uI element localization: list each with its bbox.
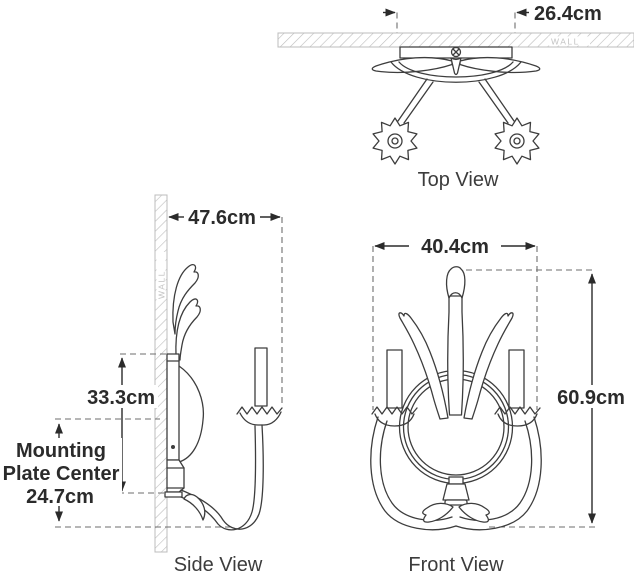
socket-lip [444,499,468,506]
top-width-dimension: 26.4cm [534,3,602,25]
arm-left-outer [370,416,457,531]
front-height-dimension: 60.9cm [557,387,625,409]
arm-right [484,78,515,122]
side-view: WALL 47.6cm [0,194,283,576]
leaf-upper-side [172,264,199,335]
bobeche-cup-right [497,413,538,427]
front-view: 40.4cm 60.9cm [370,236,628,576]
socket-neck [448,476,464,485]
leaf-hook-bottom [183,493,206,521]
candle-side [254,347,268,407]
bobeche-cup-side [239,411,282,426]
top-view: WALL 26.4cm Top View [277,3,634,191]
socket-cup [442,483,470,501]
wall-label-top: WALL [551,37,580,47]
top-view-label: Top View [418,169,499,191]
mount-center-dimension: 24.7cm [26,486,94,508]
bobeche-cup-left [374,413,415,427]
bobeche-rim-side [236,406,283,415]
mount-center-label-1: Mounting [16,440,106,462]
arm-outer [180,424,264,530]
center-bud [445,266,466,299]
backplate-side [166,353,180,461]
backplate-height-dimension: 33.3cm [87,387,155,409]
bobeche-star-left [372,117,418,165]
candle-left [386,349,403,409]
leaf-right-top [459,56,541,74]
ring-edge-outer [390,61,522,83]
bobeche-rim-left [371,406,418,415]
leaf-right-front [463,312,514,420]
screw-dot [171,445,175,449]
mount-center-label-2: Plate Center [3,463,120,485]
wall-section-side [154,194,168,553]
bobeche-star-right [494,117,540,165]
leaf-left-top [371,56,453,74]
candle-right [508,349,525,409]
front-width-dimension: 40.4cm [421,236,489,258]
leaf-left-front [398,312,449,420]
arm-left [397,78,428,122]
wall-label-side: WALL [157,270,167,299]
arm-right-outer [455,416,542,531]
front-view-label: Front View [408,554,504,576]
arm-left [403,81,434,124]
backplate-base [166,459,185,493]
center-stalk [447,295,464,416]
bobeche-rim-right [494,406,541,415]
leaf-bottom-left [422,502,454,523]
side-view-label: Side View [174,554,263,576]
ring-profile [178,365,205,463]
side-depth-dimension: 47.6cm [188,207,256,229]
arm-right [478,81,509,124]
center-bud-top [450,57,462,76]
leaf-bottom-right [458,502,490,523]
ring-edge-inner [398,61,514,78]
leaf-lower-side [175,298,201,361]
